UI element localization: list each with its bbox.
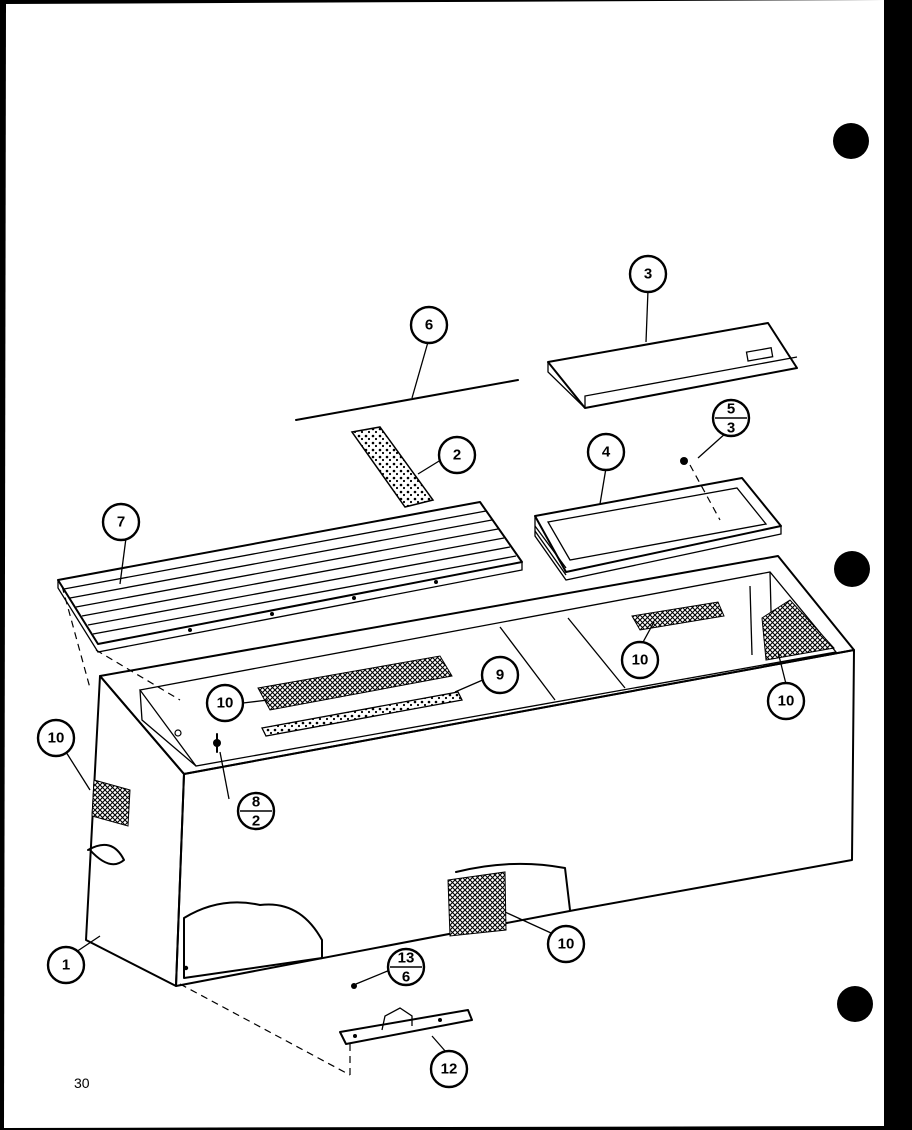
part-filter-block xyxy=(350,426,435,508)
part-bracket xyxy=(179,983,473,1076)
svg-text:10: 10 xyxy=(217,695,234,712)
callout-10-right: 10 xyxy=(766,681,806,721)
callout-9: 9 xyxy=(480,655,520,695)
part-louvered-grille xyxy=(57,501,523,701)
svg-text:4: 4 xyxy=(602,444,611,461)
page-number: 30 xyxy=(74,1075,90,1091)
svg-text:10: 10 xyxy=(558,936,575,953)
callout-7: 7 xyxy=(101,502,141,542)
svg-text:9: 9 xyxy=(496,667,504,684)
part-strip xyxy=(261,691,463,737)
callout-10-tray: 10 xyxy=(620,640,660,680)
callout-3: 3 xyxy=(628,254,668,294)
svg-text:2: 2 xyxy=(252,813,260,830)
svg-text:13: 13 xyxy=(398,950,415,967)
svg-text:8: 8 xyxy=(252,794,260,811)
svg-text:6: 6 xyxy=(425,317,433,334)
binder-hole-bottom xyxy=(837,986,873,1022)
callout-13-over-6: 13 6 xyxy=(386,947,426,987)
svg-text:1: 1 xyxy=(62,957,70,974)
svg-text:12: 12 xyxy=(441,1061,458,1078)
part-tray xyxy=(534,477,782,581)
callout-10-bottom: 10 xyxy=(546,924,586,964)
binder-hole-middle xyxy=(834,551,870,587)
callout-6: 6 xyxy=(409,305,449,345)
paper-sheet xyxy=(4,0,884,1128)
screw-front xyxy=(174,729,221,753)
binder-hole-top xyxy=(833,123,869,159)
svg-text:10: 10 xyxy=(778,693,795,710)
svg-text:10: 10 xyxy=(632,652,649,669)
svg-text:6: 6 xyxy=(402,969,410,986)
part-top-cover xyxy=(547,322,798,409)
svg-text:3: 3 xyxy=(727,420,735,437)
screw-top xyxy=(680,457,721,521)
callout-4: 4 xyxy=(586,432,626,472)
svg-text:7: 7 xyxy=(117,514,125,531)
callout-5-over-3: 5 3 xyxy=(711,398,751,438)
callout-10-left: 10 xyxy=(36,718,76,758)
callout-8-over-2: 8 2 xyxy=(236,791,276,831)
insulation-panels xyxy=(91,599,835,937)
svg-text:5: 5 xyxy=(727,401,735,418)
callout-1: 1 xyxy=(46,945,86,985)
part-rod xyxy=(295,379,519,421)
callout-2: 2 xyxy=(437,435,477,475)
svg-text:3: 3 xyxy=(644,266,652,283)
callout-10-center: 10 xyxy=(205,683,245,723)
svg-text:10: 10 xyxy=(48,730,65,747)
part-cabinet xyxy=(85,555,855,987)
callout-12: 12 xyxy=(429,1049,469,1089)
svg-text:2: 2 xyxy=(453,447,461,464)
